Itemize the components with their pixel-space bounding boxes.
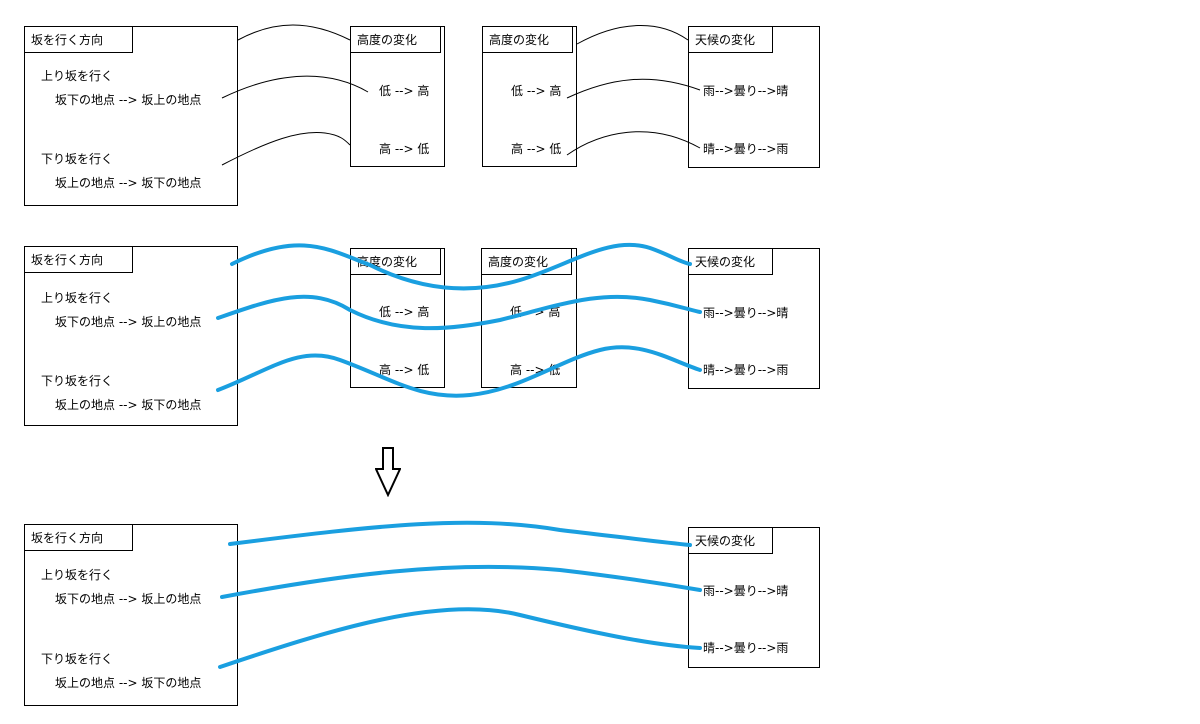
arc-connector-downhill bbox=[218, 607, 702, 669]
weather-box-title: 天候の変化 bbox=[689, 528, 773, 554]
altitude-high-to-low: 高 --> 低 bbox=[379, 142, 430, 156]
connector-downhill-to-altitude bbox=[221, 132, 351, 166]
connector-altitude-to-weather-up bbox=[566, 78, 701, 99]
altitude-low-to-high: 低 --> 高 bbox=[511, 84, 562, 98]
wavy-connector-downhill bbox=[216, 345, 702, 398]
direction-box-row3: 坂を行く方向 上り坂を行く 坂下の地点 --> 坂上の地点 下り坂を行く 坂上の… bbox=[24, 524, 238, 706]
altitude-box-row1-b: 高度の変化 低 --> 高 高 --> 低 bbox=[482, 26, 577, 167]
connector-uphill-to-altitude bbox=[221, 75, 369, 99]
weather-box-row1: 天候の変化 雨-->曇り-->晴 晴-->曇り-->雨 bbox=[688, 26, 820, 168]
arc-connectors-row3 bbox=[218, 520, 702, 669]
direction-box-title: 坂を行く方向 bbox=[25, 525, 133, 551]
uphill-label: 上り坂を行く bbox=[41, 291, 114, 305]
connector-altitude-to-weather-title bbox=[576, 25, 689, 45]
altitude-low-to-high: 低 --> 高 bbox=[379, 84, 430, 98]
uphill-detail: 坂下の地点 --> 坂上の地点 bbox=[55, 315, 202, 329]
weather-rain-to-clear: 雨-->曇り-->晴 bbox=[703, 584, 789, 598]
uphill-detail: 坂下の地点 --> 坂上の地点 bbox=[55, 93, 202, 107]
arc-connector-uphill bbox=[220, 564, 702, 599]
wavy-connector-title bbox=[230, 242, 692, 291]
altitude-box-row1-a: 高度の変化 低 --> 高 高 --> 低 bbox=[350, 26, 445, 167]
direction-box-title: 坂を行く方向 bbox=[25, 27, 133, 53]
direction-box-row1: 坂を行く方向 上り坂を行く 坂下の地点 --> 坂上の地点 下り坂を行く 坂上の… bbox=[24, 26, 238, 206]
downhill-label: 下り坂を行く bbox=[41, 374, 114, 388]
weather-box-title: 天候の変化 bbox=[689, 27, 773, 53]
weather-clear-to-rain: 晴-->曇り-->雨 bbox=[703, 641, 789, 655]
direction-box-row2: 坂を行く方向 上り坂を行く 坂下の地点 --> 坂上の地点 下り坂を行く 坂上の… bbox=[24, 246, 238, 426]
altitude-box-row2-a: 高度の変化 低 --> 高 高 --> 低 bbox=[350, 248, 445, 388]
wavy-connectors-row2 bbox=[216, 242, 702, 398]
altitude-box-title: 高度の変化 bbox=[351, 27, 441, 53]
connector-altitude-to-weather-down bbox=[566, 131, 701, 156]
altitude-high-to-low: 高 --> 低 bbox=[379, 363, 430, 377]
arc-connector-title bbox=[228, 520, 692, 547]
weather-rain-to-clear: 雨-->曇り-->晴 bbox=[703, 306, 789, 320]
altitude-box-title: 高度の変化 bbox=[483, 27, 573, 53]
downhill-detail: 坂上の地点 --> 坂下の地点 bbox=[55, 676, 202, 690]
weather-clear-to-rain: 晴-->曇り-->雨 bbox=[703, 363, 789, 377]
altitude-low-to-high: 低 --> 高 bbox=[510, 305, 561, 319]
weather-clear-to-rain: 晴-->曇り-->雨 bbox=[703, 142, 789, 156]
altitude-high-to-low: 高 --> 低 bbox=[510, 363, 561, 377]
downhill-detail: 坂上の地点 --> 坂下の地点 bbox=[55, 176, 202, 190]
weather-box-row2: 天候の変化 雨-->曇り-->晴 晴-->曇り-->雨 bbox=[688, 248, 820, 389]
downhill-label: 下り坂を行く bbox=[41, 152, 114, 166]
weather-box-title: 天候の変化 bbox=[689, 249, 773, 275]
altitude-box-title: 高度の変化 bbox=[351, 249, 441, 275]
uphill-label: 上り坂を行く bbox=[41, 69, 114, 83]
uphill-label: 上り坂を行く bbox=[41, 568, 114, 582]
uphill-detail: 坂下の地点 --> 坂上の地点 bbox=[55, 592, 202, 606]
weather-box-row3: 天候の変化 雨-->曇り-->晴 晴-->曇り-->雨 bbox=[688, 527, 820, 668]
downhill-label: 下り坂を行く bbox=[41, 652, 114, 666]
direction-box-title: 坂を行く方向 bbox=[25, 247, 133, 273]
altitude-box-title: 高度の変化 bbox=[482, 249, 572, 275]
down-arrow-icon bbox=[375, 447, 401, 497]
altitude-high-to-low: 高 --> 低 bbox=[511, 142, 562, 156]
altitude-box-row2-b: 高度の変化 低 --> 高 高 --> 低 bbox=[481, 248, 577, 388]
wavy-connector-uphill bbox=[216, 294, 702, 331]
downhill-detail: 坂上の地点 --> 坂下の地点 bbox=[55, 398, 202, 412]
weather-rain-to-clear: 雨-->曇り-->晴 bbox=[703, 84, 789, 98]
thin-connectors-row1 bbox=[221, 24, 701, 166]
connector-title-to-altitude bbox=[237, 24, 351, 41]
altitude-low-to-high: 低 --> 高 bbox=[379, 305, 430, 319]
